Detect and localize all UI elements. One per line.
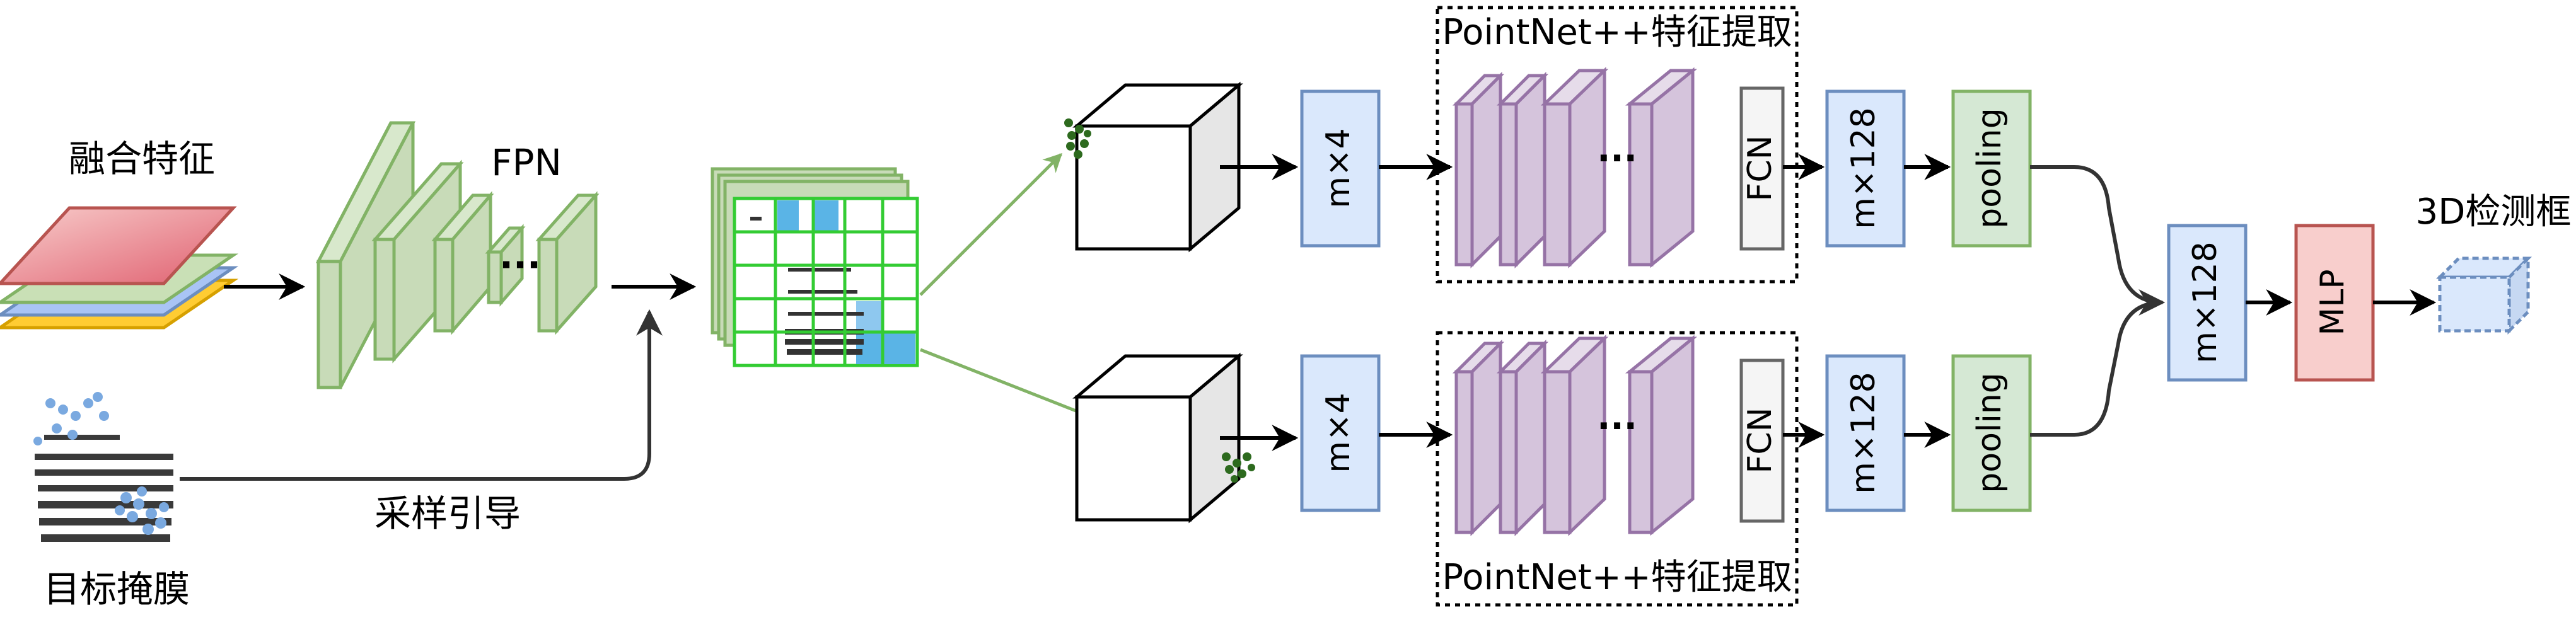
target-mask-label: 目标掩膜	[44, 568, 190, 611]
cube-bottom-points	[1222, 452, 1255, 483]
fpn-label: FPN	[491, 141, 562, 184]
m128-bottom-box	[1825, 354, 1906, 512]
merge-curve-top	[2030, 165, 2166, 316]
pointnet-bottom-frame	[1436, 331, 1799, 607]
pooling-top-text: pooling	[1971, 108, 2009, 229]
fcn-bottom-text: FCN	[1741, 407, 1779, 473]
pointnet-top-layers	[1452, 67, 1698, 269]
fcn-bottom-box	[1739, 359, 1785, 523]
sampling-guide-label: 采样引导	[374, 492, 521, 535]
pointnet-bottom-layers	[1452, 335, 1698, 537]
m128-merge-box	[2167, 224, 2248, 382]
cube-top-points	[1064, 118, 1091, 159]
cube-top	[1072, 81, 1243, 253]
green-arrow-top	[919, 152, 1063, 296]
pointnet-bottom-ellipsis: ···	[1597, 406, 1637, 447]
m128-top-text: m×128	[1845, 107, 1883, 229]
output-3d-box-label: 3D检测框	[2416, 192, 2572, 233]
pointnet-top-ellipsis: ···	[1597, 138, 1637, 179]
pooling-bottom-text: pooling	[1971, 372, 2009, 493]
pooling-top-box	[1951, 89, 2032, 248]
target-mask-pointcloud	[33, 392, 173, 542]
cube-bottom	[1072, 352, 1243, 524]
mlp-box	[2294, 224, 2375, 382]
mlp-text: MLP	[2314, 269, 2352, 335]
m128-merge-text: m×128	[2186, 241, 2224, 363]
m128-bottom-text: m×128	[1845, 372, 1883, 493]
feature-grid	[711, 167, 919, 367]
pooling-bottom-box	[1951, 354, 2032, 512]
fcn-top-text: FCN	[1741, 135, 1779, 201]
pointnet-top-label: PointNet++特征提取	[1442, 12, 1792, 53]
fpn-ellipsis: ···	[499, 243, 541, 286]
sampling-guide-arrow	[180, 309, 663, 481]
m4-bottom-text: m×4	[1320, 393, 1357, 473]
pointnet-bottom-label: PointNet++特征提取	[1442, 557, 1792, 598]
fused-feature-label: 融合特征	[69, 137, 215, 180]
fused-feature-stack	[0, 206, 239, 330]
m4-top-text: m×4	[1320, 128, 1357, 208]
output-3d-box	[2435, 254, 2532, 335]
m4-top-box	[1300, 89, 1381, 248]
fpn-block	[315, 121, 600, 389]
merge-curve-bottom	[2030, 301, 2163, 437]
fcn-top-box	[1739, 86, 1785, 251]
pointnet-top-frame	[1436, 6, 1799, 284]
m128-top-box	[1825, 89, 1906, 248]
